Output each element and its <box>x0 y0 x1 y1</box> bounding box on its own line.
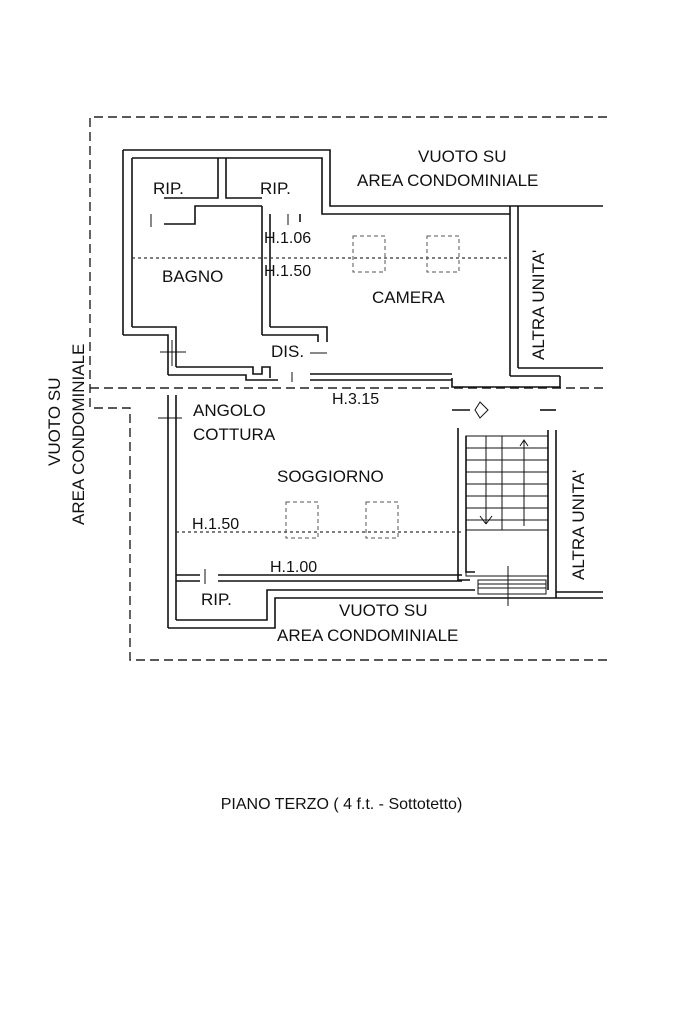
label-h150-bottom: H.1.50 <box>192 516 239 533</box>
label-soggiorno: SOGGIORNO <box>277 467 384 486</box>
skylights-upper <box>352 235 460 273</box>
door-crosses <box>158 340 186 432</box>
label-vuoto-bottom-2: AREA CONDOMINIALE <box>277 626 458 645</box>
label-angolo: ANGOLO <box>193 401 266 420</box>
staircase <box>465 435 549 606</box>
label-altra-unita-1: ALTRA UNITA' <box>529 250 548 360</box>
dashed-boundary <box>89 116 607 661</box>
lower-walls <box>167 395 603 629</box>
entrance-marker <box>452 401 556 419</box>
label-rip-1: RIP. <box>153 179 184 198</box>
label-camera: CAMERA <box>372 288 445 307</box>
label-bagno: BAGNO <box>162 267 223 286</box>
label-rip-2: RIP. <box>260 179 291 198</box>
skylights-lower <box>285 501 399 539</box>
label-vuoto-left-2: AREA CONDOMINIALE <box>69 344 88 525</box>
label-dis: DIS. <box>271 342 304 361</box>
label-rip-3: RIP. <box>201 590 232 609</box>
label-h150-top: H.1.50 <box>264 263 311 280</box>
label-cottura: COTTURA <box>193 425 276 444</box>
upper-walls <box>122 149 603 388</box>
label-vuoto-bottom-1: VUOTO SU <box>339 601 427 620</box>
label-vuoto-top-1: VUOTO SU <box>418 147 506 166</box>
label-vuoto-top-2: AREA CONDOMINIALE <box>357 171 538 190</box>
plan-caption: PIANO TERZO ( 4 f.t. - Sottotetto) <box>220 796 463 813</box>
label-h315: H.3.15 <box>332 391 379 408</box>
label-altra-unita-2: ALTRA UNITA' <box>569 470 588 580</box>
label-vuoto-left-1: VUOTO SU <box>45 378 64 466</box>
label-h106: H.1.06 <box>264 230 311 247</box>
label-h100: H.1.00 <box>270 559 317 576</box>
